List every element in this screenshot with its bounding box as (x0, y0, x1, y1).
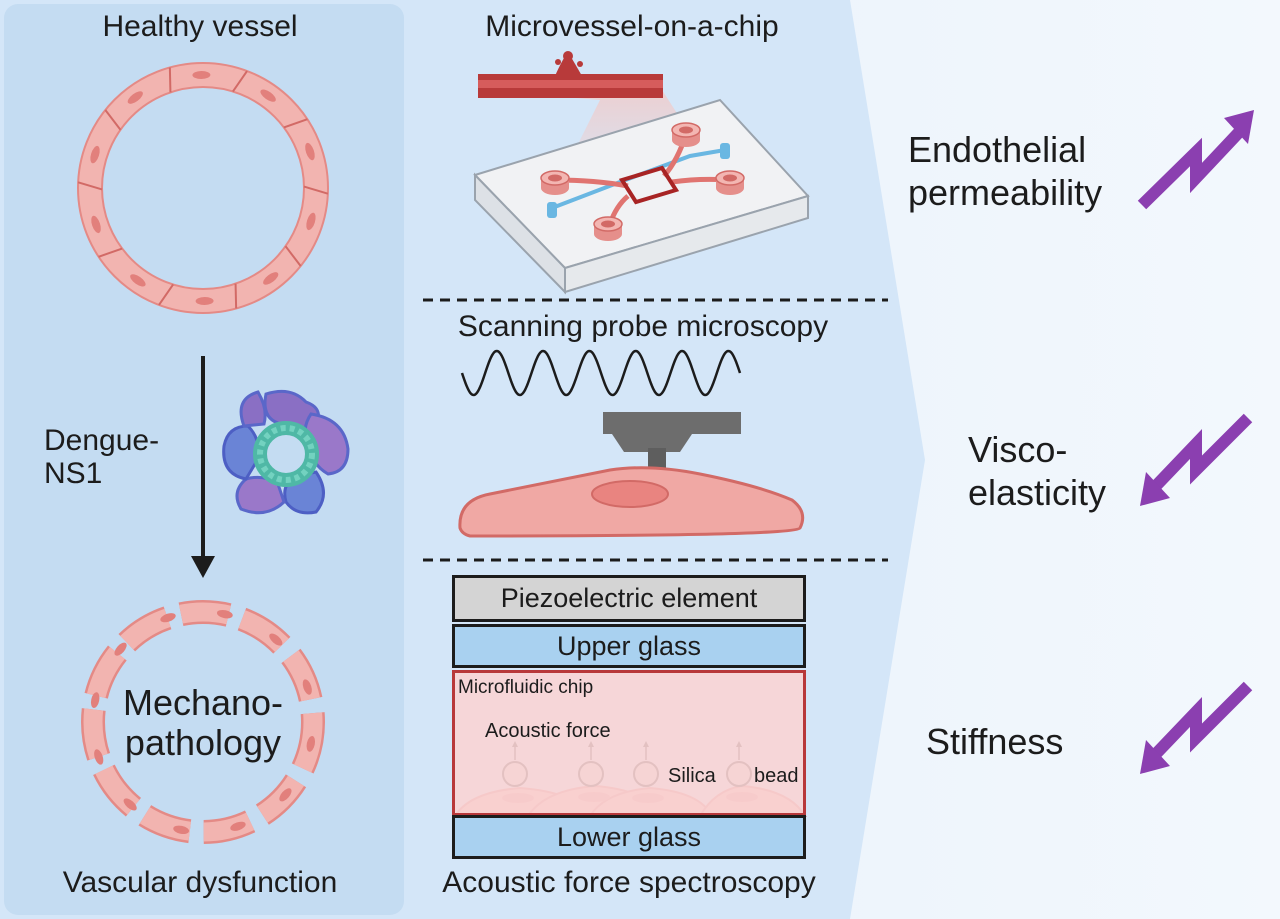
mechanopathology-label: Mechano- pathology (122, 682, 284, 764)
spm-probe (603, 412, 741, 470)
bead-label: bead (754, 765, 799, 787)
microvessel-chip (473, 98, 810, 295)
afs-upper-glass-layer: Upper glass (452, 624, 806, 668)
outcome-viscoelasticity-label: Visco- elasticity (968, 429, 1107, 514)
afs-piezo-layer: Piezoelectric element (452, 575, 806, 622)
vascular-dysfunction-label: Vascular dysfunction (62, 866, 338, 899)
afs-chip-layer (452, 670, 806, 816)
spm-cell (458, 466, 805, 538)
afs-lower-glass-layer: Lower glass (452, 815, 806, 859)
afs-lower-glass-label: Lower glass (556, 821, 702, 852)
trend-down-arrow-viscoelasticity (1140, 413, 1253, 506)
spm-title: Scanning probe microscopy (457, 310, 829, 343)
afs-upper-glass-label: Upper glass (556, 630, 702, 661)
trend-up-arrow-permeability (1137, 110, 1254, 210)
spm-wave (460, 349, 742, 397)
trend-down-arrow-stiffness (1140, 681, 1253, 774)
dengue-arrow-head (191, 556, 215, 578)
microvessel-chip-title: Microvessel-on-a-chip (485, 10, 779, 43)
afs-title: Acoustic force spectroscopy (442, 866, 816, 899)
healthy-vessel-ring (77, 62, 329, 314)
damaged-vessel-ring (81, 600, 325, 844)
healthy-vessel-title: Healthy vessel (102, 10, 298, 43)
dengue-ns1-label: Dengue- NS1 (44, 424, 160, 490)
microfluidic-chip-label: Microfluidic chip (458, 677, 594, 698)
outcome-stiffness-label: Stiffness (926, 721, 1064, 762)
acoustic-force-label: Acoustic force (485, 720, 611, 742)
ns1-protein-icon (222, 389, 350, 515)
outcome-permeability-label: Endothelial permeability (908, 129, 1103, 214)
afs-piezo-label: Piezoelectric element (500, 583, 758, 613)
silica-label: Silica (668, 765, 716, 787)
